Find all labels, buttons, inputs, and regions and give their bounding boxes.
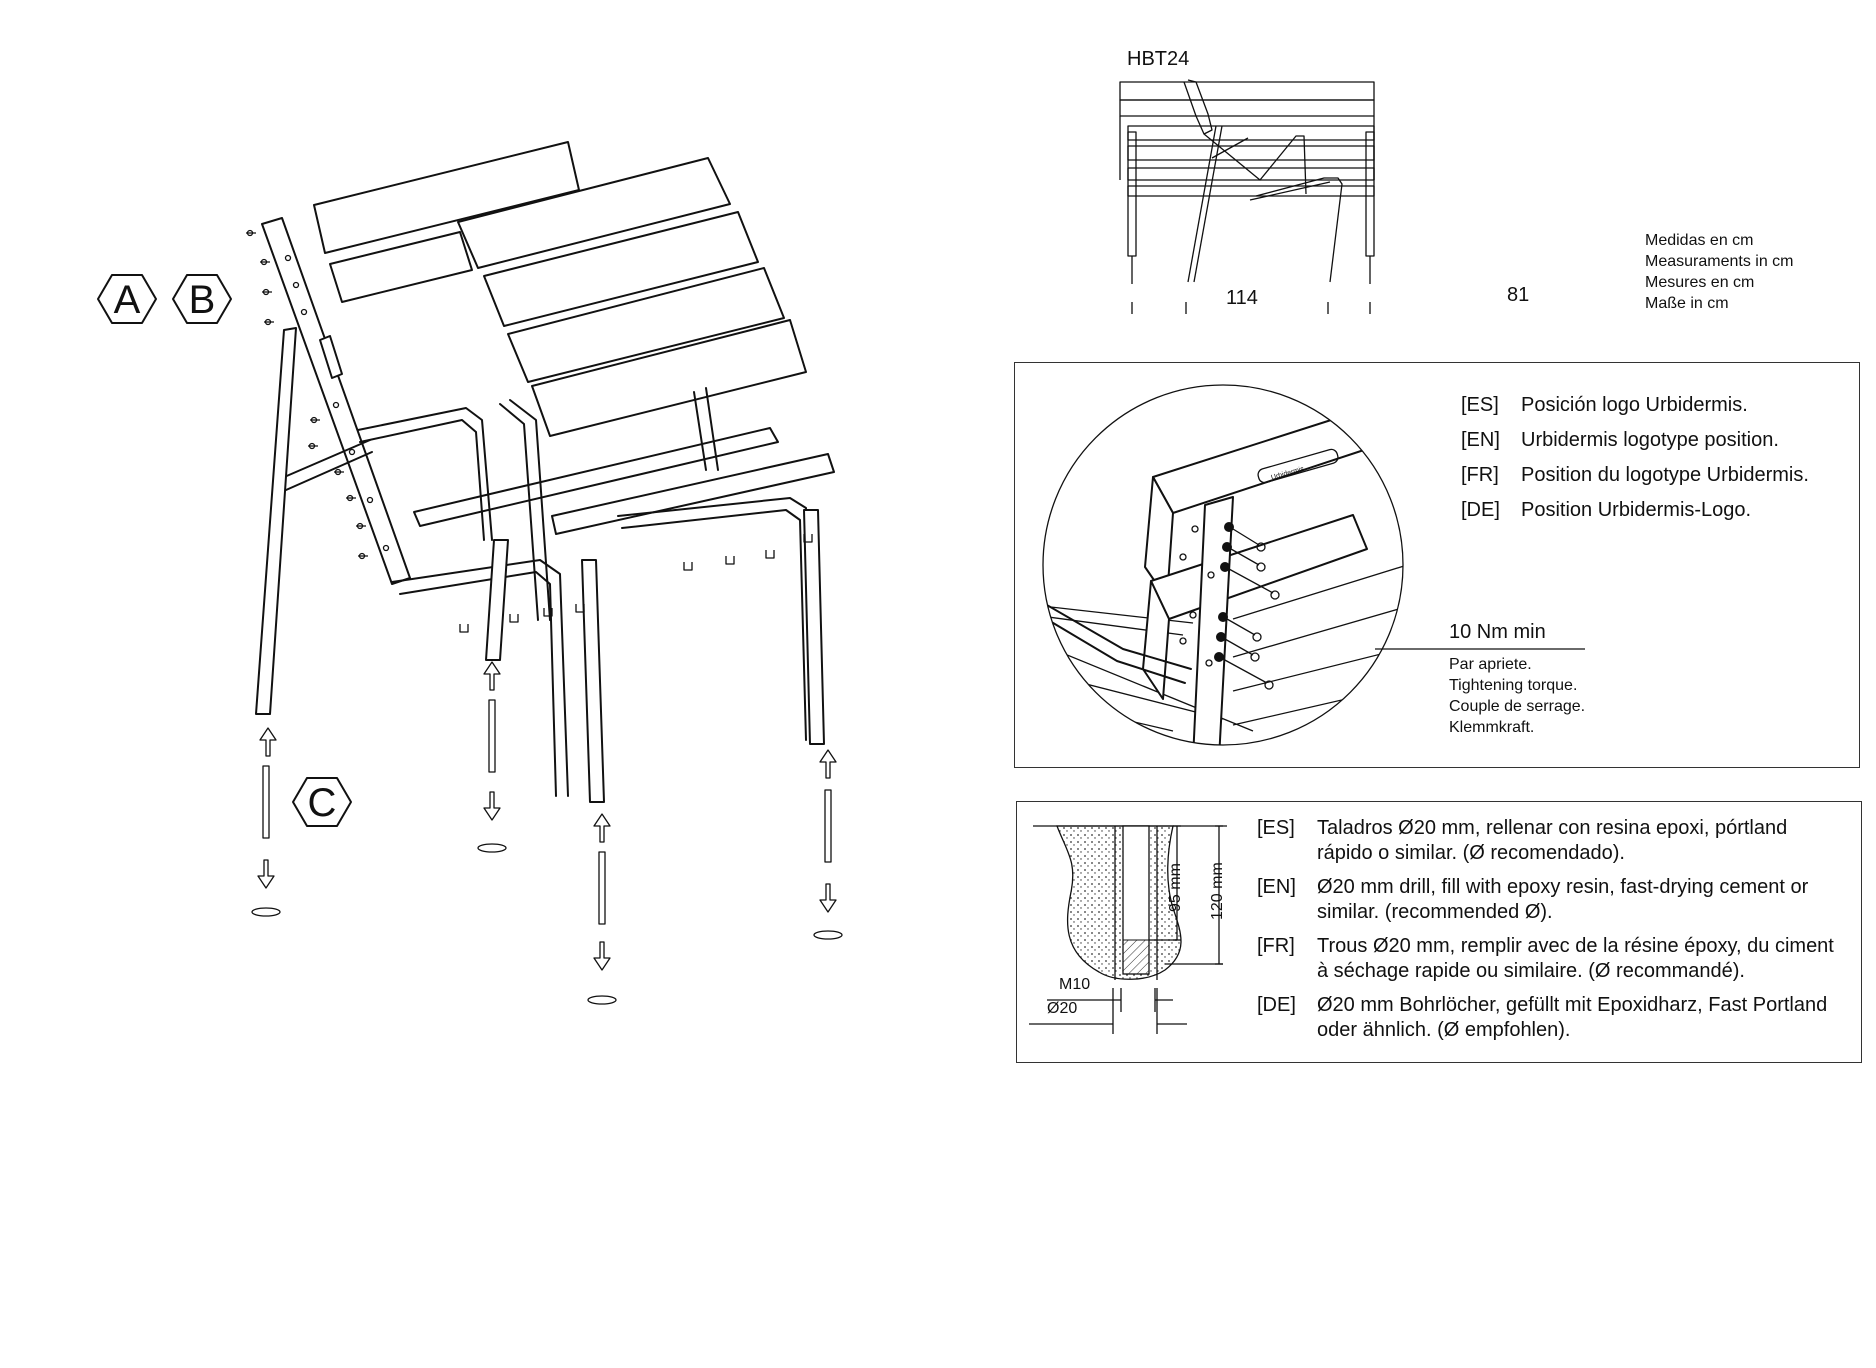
torque-note-de: Klemmkraft. bbox=[1449, 719, 1535, 736]
depth-95-label: 95 mm bbox=[1167, 863, 1184, 912]
lang-code: [FR] bbox=[1461, 464, 1499, 486]
logo-position-panel: Urbidermis [ES] P bbox=[1014, 362, 1860, 768]
lang-code: [DE] bbox=[1461, 499, 1500, 521]
anchor-cross-section bbox=[1029, 825, 1227, 1034]
legs bbox=[255, 327, 825, 803]
torque-note-fr: Couple de serrage. bbox=[1449, 698, 1586, 715]
anchor-row-en: [EN] Ø20 mm drill, fill with epoxy resin… bbox=[1257, 875, 1847, 925]
width-dimension: 114 bbox=[1226, 287, 1258, 309]
bolts-b bbox=[459, 534, 813, 633]
logo-text: Posición logo Urbidermis. bbox=[1521, 394, 1748, 416]
anchor-row-fr: [FR] Trous Ø20 mm, remplir avec de la ré… bbox=[1257, 934, 1847, 984]
lang-code: [DE] bbox=[1257, 994, 1296, 1016]
seat-slats bbox=[413, 427, 835, 535]
depth-120-label: 120 mm bbox=[1209, 862, 1226, 920]
depth-dimension: 81 bbox=[1507, 284, 1530, 306]
logo-row-en: [EN] Urbidermis logotype position. bbox=[1461, 428, 1851, 453]
anchor-row-es: [ES] Taladros Ø20 mm, rellenar con resin… bbox=[1257, 816, 1847, 866]
units-note-de: Maße in cm bbox=[1645, 295, 1729, 312]
torque-leader-line bbox=[1375, 648, 1585, 650]
anchor-pins bbox=[251, 661, 843, 1005]
logo-text: Position Urbidermis-Logo. bbox=[1521, 499, 1752, 521]
lang-code: [ES] bbox=[1257, 817, 1295, 839]
step-label-c: C bbox=[292, 777, 352, 827]
back-side-plate bbox=[261, 217, 411, 585]
logo-text: Urbidermis logotype position. bbox=[1521, 429, 1779, 451]
lang-code: [EN] bbox=[1461, 429, 1500, 451]
exploded-assembly-drawing: A B C bbox=[97, 141, 843, 1005]
step-label-b: B bbox=[172, 274, 232, 324]
dimension-views bbox=[1119, 79, 1375, 314]
step-label-a: A bbox=[97, 274, 157, 324]
anchor-text: Ø20 mm Bohrlöcher, gefüllt mit Epoxidhar… bbox=[1317, 994, 1828, 1041]
bolt-m10-label: M10 bbox=[1059, 976, 1091, 993]
screws-a bbox=[246, 229, 368, 560]
logo-row-fr: [FR] Position du logotype Urbidermis. bbox=[1461, 463, 1851, 488]
anchor-text: Trous Ø20 mm, remplir avec de la résine … bbox=[1317, 935, 1834, 982]
svg-text:B: B bbox=[189, 278, 216, 322]
torque-note-es: Par apriete. bbox=[1449, 656, 1532, 673]
lang-code: [EN] bbox=[1257, 876, 1296, 898]
units-note-es: Medidas en cm bbox=[1645, 232, 1754, 249]
lang-code: [ES] bbox=[1461, 394, 1499, 416]
units-note-fr: Mesures en cm bbox=[1645, 274, 1755, 291]
side-view bbox=[1183, 79, 1343, 314]
model-code: HBT24 bbox=[1127, 48, 1190, 70]
units-note-en: Measuraments in cm bbox=[1645, 253, 1794, 270]
anchor-text: Taladros Ø20 mm, rellenar con resina epo… bbox=[1317, 817, 1788, 864]
units-note: Medidas en cm Measuraments in cm Mesures… bbox=[1645, 230, 1794, 314]
hole-d20-label: Ø20 bbox=[1047, 1000, 1078, 1017]
lang-code: [FR] bbox=[1257, 935, 1295, 957]
logo-row-de: [DE] Position Urbidermis-Logo. bbox=[1461, 498, 1851, 523]
logo-row-es: [ES] Posición logo Urbidermis. bbox=[1461, 393, 1851, 418]
torque-title: 10 Nm min bbox=[1449, 621, 1546, 643]
back-slats bbox=[313, 141, 807, 437]
torque-note-en: Tightening torque. bbox=[1449, 677, 1578, 694]
front-view bbox=[1119, 81, 1375, 314]
logo-text: Position du logotype Urbidermis. bbox=[1521, 464, 1809, 486]
anchor-text: Ø20 mm drill, fill with epoxy resin, fas… bbox=[1317, 876, 1809, 923]
svg-text:C: C bbox=[308, 781, 337, 825]
svg-text:A: A bbox=[114, 278, 141, 322]
logo-detail-illustration: Urbidermis bbox=[1042, 384, 1404, 746]
torque-notes: Par apriete. Tightening torque. Couple d… bbox=[1449, 654, 1585, 738]
anchor-row-de: [DE] Ø20 mm Bohrlöcher, gefüllt mit Epox… bbox=[1257, 993, 1847, 1043]
anchor-detail-panel: 95 mm 120 mm M10 Ø20 [ES] Taladros Ø20 m… bbox=[1016, 801, 1862, 1063]
